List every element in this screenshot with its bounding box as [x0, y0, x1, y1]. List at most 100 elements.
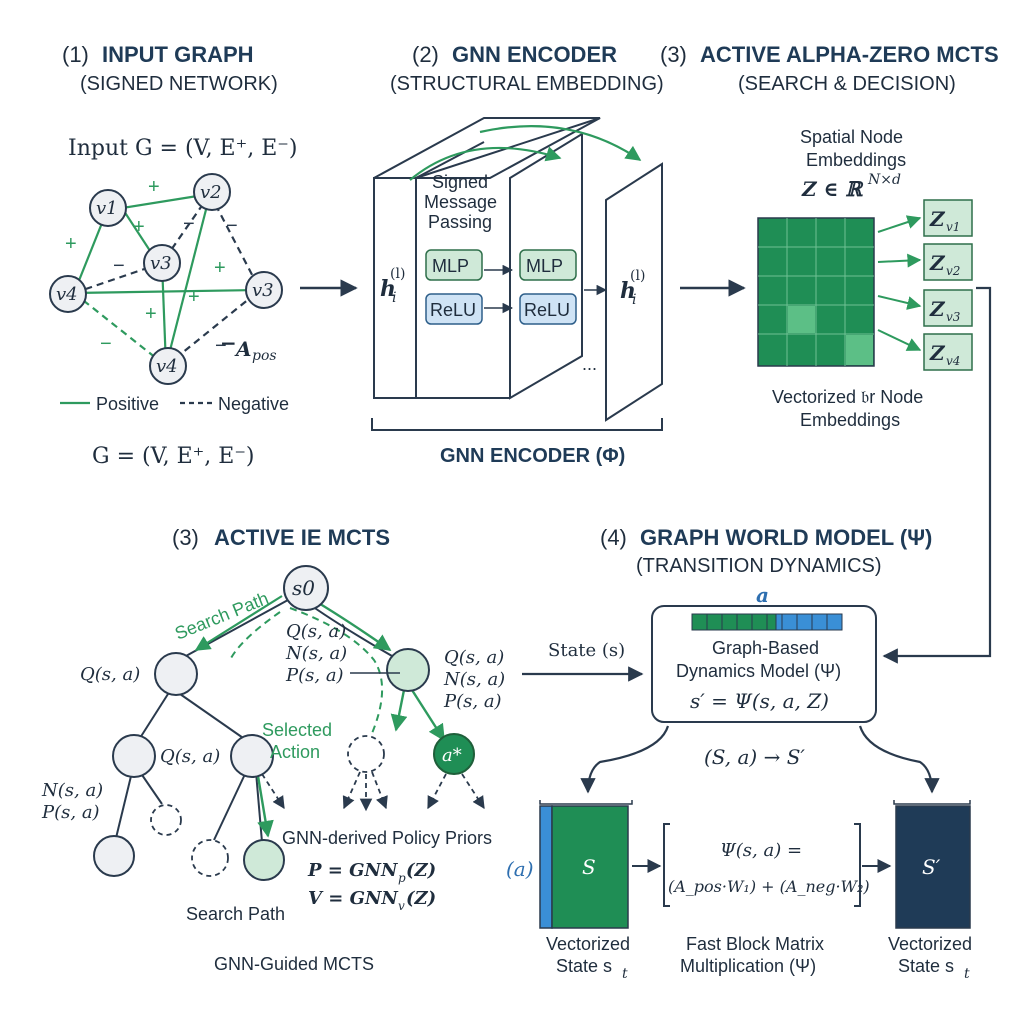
ellipsis: ... [582, 354, 597, 374]
selected-action-1: Selected [262, 720, 332, 740]
search-path-left [194, 595, 283, 651]
panel3a-number: (3) [660, 42, 687, 67]
svg-text:v4: v4 [56, 284, 78, 305]
svg-text:−: − [220, 331, 237, 355]
legend: Positive Negative [60, 394, 289, 414]
q-right-1: Q(s, a) [444, 647, 504, 668]
next-state-matrix: S′ [893, 800, 971, 929]
panel1-subtitle: (SIGNED NETWORK) [80, 73, 278, 95]
psi-equation: Ψ(s, a) = (A_pos·W₁) + (A_neg·W₂) [663, 823, 870, 907]
input-graph-label: Input G = (V, E⁺, E⁻) [68, 136, 297, 161]
legend-negative: Negative [218, 394, 289, 414]
svg-text:V = GNN: V = GNN [308, 888, 399, 909]
np-left-1: N(s, a) [41, 780, 103, 801]
svg-text:+: + [188, 286, 200, 308]
mlp-box-2: MLP [519, 249, 577, 281]
edge-negative [165, 289, 261, 367]
np-left-2: P(s, a) [41, 802, 100, 823]
node-a-star: a* [433, 733, 475, 775]
svg-text:+: + [145, 303, 157, 325]
model-formula: s′ = Ψ(s, a, Z) [690, 689, 829, 713]
psi-bottom: (A_pos·W₁) + (A_neg·W₂) [668, 877, 870, 896]
svg-text:v3: v3 [946, 310, 961, 324]
z-v1-box: Z v1 [923, 199, 973, 237]
svg-text:(Z): (Z) [406, 860, 436, 881]
a-input-label: (a) [506, 857, 534, 881]
s-prime-label: S′ [922, 855, 941, 879]
right-caption-1: Vectorized [888, 934, 972, 954]
q-mid-1: Q(s, a) [286, 621, 346, 642]
svg-text:a*: a* [442, 745, 462, 766]
embedding-matrix [757, 217, 875, 367]
edge-positive [73, 288, 261, 295]
node-v2: v2 [193, 173, 231, 211]
svg-text:v1: v1 [946, 220, 960, 234]
node-left-l1 [154, 652, 198, 696]
right-caption-2: State s [898, 956, 954, 976]
panel-gnn-encoder: (2) GNN ENCODER (STRUCTURAL EMBEDDING) S… [371, 42, 664, 467]
node-l2-dashed [347, 735, 385, 773]
tree-edges [115, 595, 393, 843]
node-v3-right: v3 [245, 271, 283, 309]
panel-input-graph: (1) INPUT GRAPH (SIGNED NETWORK) Input G… [49, 42, 297, 469]
selected-action-2: Action [270, 742, 320, 762]
panel3b-title: ACTIVE IE MCTS [214, 525, 390, 550]
relu-box-2: ReLU [519, 293, 577, 325]
panel1-number: (1) [62, 42, 89, 67]
panel2-number: (2) [412, 42, 439, 67]
encoder-label: GNN ENCODER (Φ) [440, 445, 625, 467]
vectorized-embeddings-1: Vectorized 𝔟r Node [772, 387, 923, 407]
action-vector [691, 613, 843, 631]
vectorized-embeddings-2: Embeddings [800, 410, 900, 430]
embeddings-title-1: Spatial Node [800, 127, 903, 147]
svg-text:−: − [226, 215, 238, 237]
message-passing-line1: Signed [432, 172, 488, 192]
svg-text:p: p [398, 871, 406, 885]
svg-text:(Z): (Z) [406, 888, 436, 909]
z-formula-sup: N×d [867, 172, 901, 188]
svg-text:−: − [183, 213, 195, 235]
state-label: State (s) [548, 640, 625, 661]
model-line-2: Dynamics Model (Ψ) [676, 661, 841, 681]
model-line-1: Graph-Based [712, 638, 819, 658]
svg-text:Z: Z [929, 341, 946, 365]
svg-text:v1: v1 [96, 198, 118, 219]
panel3a-title: ACTIVE ALPHA-ZERO MCTS [700, 42, 999, 67]
apos-label: A [234, 337, 252, 361]
left-caption-1: Vectorized [546, 934, 630, 954]
svg-text:+: + [133, 216, 145, 238]
node-l3-a [93, 835, 135, 877]
edge-signs: + + + − − − + + + − − [65, 176, 238, 357]
skip-arrow-2 [479, 125, 642, 161]
mid-caption-2: Multiplication (Ψ) [680, 956, 816, 976]
apos-sub: pos [252, 348, 277, 364]
svg-text:+: + [214, 257, 226, 279]
svg-text:(l): (l) [630, 268, 645, 284]
q-right-3: P(s, a) [443, 691, 502, 712]
q-right-2: N(s, a) [443, 669, 505, 690]
panel4-number: (4) [600, 525, 627, 550]
node-v4-left: v4 [49, 275, 87, 313]
z-formula: Z ∈ ℝ [801, 177, 864, 201]
panel4-subtitle: (TRANSITION DYNAMICS) [636, 555, 882, 577]
svg-text:MLP: MLP [526, 256, 563, 276]
relu-box-1: ReLU [425, 293, 483, 325]
graph-nodes: v1 v2 v3 v3 v4 v4 [49, 173, 283, 385]
left-caption-2: State s [556, 956, 612, 976]
transition-label: (S, a) → S′ [704, 745, 805, 769]
panel4-title: GRAPH WORLD MODEL (Ψ) [640, 525, 932, 550]
p-formula: P = GNN p (Z) [307, 860, 436, 885]
arrow-model-to-next-state [858, 725, 940, 794]
skip-arrow-1 [409, 146, 562, 181]
panel-mcts: (3) ACTIVE IE MCTS [41, 525, 505, 974]
message-passing-line3: Passing [428, 212, 492, 232]
node-root: s0 [283, 565, 329, 611]
encoder-layer-3 [605, 162, 663, 422]
mlp-box-1: MLP [425, 249, 483, 281]
node-l3-b [191, 839, 229, 877]
svg-text:t: t [964, 966, 970, 982]
search-path-bottom-label: Search Path [186, 904, 285, 924]
encoder-brace [371, 418, 663, 431]
q-mid-2: N(s, a) [285, 643, 347, 664]
